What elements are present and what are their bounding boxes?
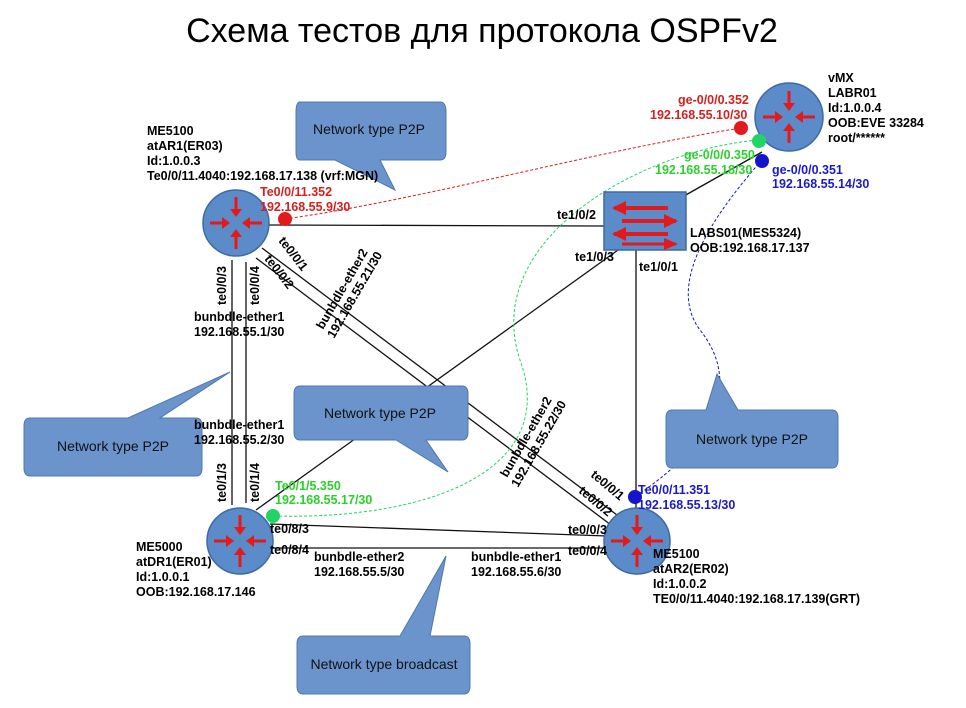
device-label-atar1: ME5100 atAR1(ER03) Id:1.0.0.3 Te0/0/11.4… [147,124,378,183]
callout-p2p-left: Network type P2P [23,371,231,477]
port-label: te0/8/3 [270,522,309,536]
interface-dot-green [266,509,280,523]
port-label: te0/0/3 [215,266,229,305]
port-label: te1/0/2 [557,208,596,222]
logical-links [273,127,763,517]
bundle-label: bunbdle-ether2 [314,550,404,564]
bundle-label: bunbdle-ether1 [194,310,284,324]
iface-label: ge-0/0/0.352 [678,93,749,107]
port-label: te0/1/3 [215,463,229,502]
callout-p2p-center: Network type P2P [293,385,469,473]
interface-dot-blue [755,154,769,168]
iface-ip: 192.168.55.18/30 [655,163,752,177]
router-icon[interactable] [603,507,671,575]
callout-label: Network type P2P [324,405,436,421]
bundle-ip: 192.168.55.6/30 [471,565,561,579]
callout-label: Network type broadcast [310,656,457,672]
bundle-label: bunbdle-ether1 [471,550,561,564]
port-label: te0/0/4 [568,544,607,558]
callout-label: Network type P2P [313,121,425,137]
device-label-labs01: LABS01(MES5324) OOB:192.168.17.137 [690,226,810,255]
router-icon[interactable] [206,507,274,575]
iface-label: Te0/0/11.352 [260,185,332,199]
interface-dot-red [734,121,748,135]
port-label: te1/0/3 [575,250,614,264]
interface-dot-green [752,134,766,148]
bundle-ip: 192.168.55.1/30 [194,325,284,339]
device-label-atdr1: ME5000 atDR1(ER01) Id:1.0.0.1 OOB:192.16… [136,540,256,599]
router-icon[interactable] [754,82,824,152]
iface-label: ge-0/0/0.350 [684,148,755,162]
iface-label: Te0/1/5.350 [275,479,341,493]
callout-p2p-right: Network type P2P [665,372,839,469]
callout-label: Network type P2P [57,438,169,454]
iface-ip: 192.168.55.9/30 [260,200,350,214]
callout-broadcast: Network type broadcast [296,555,471,695]
bundle-ip: 192.168.55.5/30 [314,565,404,579]
bundle-ip: 192.168.55.2/30 [194,433,284,447]
port-label: te0/1/4 [248,463,262,502]
iface-ip: 192.168.55.14/30 [772,177,869,191]
page-title: Схема тестов для протокола OSPFv2 [186,12,778,50]
port-label: te0/8/4 [270,543,309,557]
router-icon[interactable] [202,189,270,257]
switch-icon[interactable] [603,191,687,251]
iface-ip: 192.168.55.17/30 [275,493,372,507]
interface-dot-blue [628,490,642,504]
bundle-label: bunbdle-ether1 [194,418,284,432]
device-label-vmx: vMX LABR01 Id:1.0.0.4 OOB:EVE 33284 root… [828,71,927,145]
port-label: te0/0/3 [568,523,607,537]
iface-ip: 192.168.55.10/30 [650,108,747,122]
callout-label: Network type P2P [696,431,808,447]
iface-ip: 192.168.55.13/30 [638,498,735,512]
iface-label: Te0/0/11.351 [638,483,710,497]
device-label-atar2: ME5100 atAR2(ER02) Id:1.0.0.2 TE0/0/11.4… [653,547,860,606]
iface-label: ge-0/0/0.351 [772,163,843,177]
port-label: te0/0/4 [248,266,262,305]
callout-p2p-top: Network type P2P [295,101,447,192]
interface-dot-red [278,212,292,226]
port-label: te1/0/1 [639,260,678,274]
